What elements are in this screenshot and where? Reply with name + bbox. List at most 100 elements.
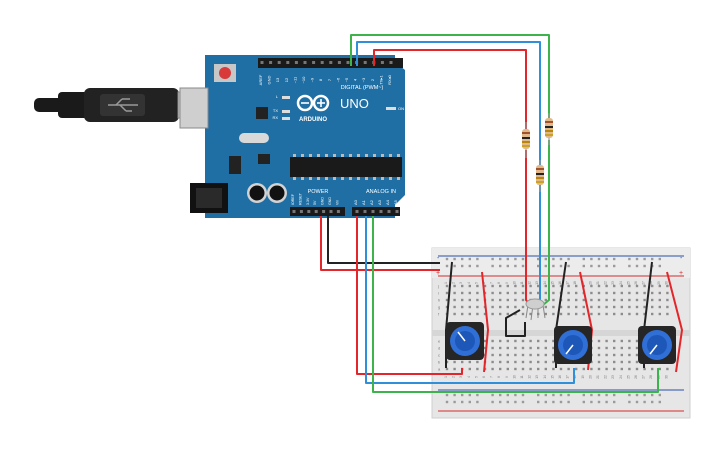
tie-point-hole[interactable] — [628, 312, 631, 316]
tie-point-hole[interactable] — [476, 291, 479, 295]
power-pin-hole[interactable] — [299, 210, 303, 213]
tie-point-hole[interactable] — [575, 298, 578, 302]
rail-hole[interactable] — [445, 257, 449, 261]
tie-point-hole[interactable] — [651, 305, 654, 309]
rail-hole[interactable] — [567, 400, 570, 404]
power-pin-hole[interactable] — [314, 210, 318, 213]
tie-point-hole[interactable] — [597, 367, 601, 371]
rail-hole[interactable] — [468, 400, 471, 404]
rail-hole[interactable] — [537, 400, 540, 404]
tie-point-hole[interactable] — [590, 312, 593, 316]
tie-point-hole[interactable] — [529, 346, 532, 350]
rail-hole[interactable] — [597, 264, 601, 268]
tie-point-hole[interactable] — [575, 305, 578, 309]
tie-point-hole[interactable] — [559, 284, 563, 288]
tie-point-hole[interactable] — [552, 367, 555, 371]
rail-hole[interactable] — [506, 393, 509, 397]
tie-point-hole[interactable] — [514, 312, 517, 316]
tie-point-hole[interactable] — [529, 367, 532, 371]
rail-hole[interactable] — [582, 264, 585, 268]
rail-hole[interactable] — [582, 257, 585, 261]
tie-point-hole[interactable] — [605, 312, 608, 316]
tie-point-hole[interactable] — [468, 360, 471, 364]
rail-hole[interactable] — [559, 257, 563, 261]
digital-pin-hole[interactable] — [286, 61, 290, 64]
tie-point-hole[interactable] — [666, 312, 669, 316]
tie-point-hole[interactable] — [620, 284, 623, 288]
tie-point-hole[interactable] — [635, 339, 639, 343]
tie-point-hole[interactable] — [468, 291, 471, 295]
tie-point-hole[interactable] — [559, 367, 563, 371]
rail-hole[interactable] — [597, 393, 601, 397]
tie-point-hole[interactable] — [552, 346, 555, 350]
tie-point-hole[interactable] — [544, 346, 547, 350]
rail-hole[interactable] — [468, 393, 471, 397]
tie-point-hole[interactable] — [575, 367, 578, 371]
tie-point-hole[interactable] — [537, 291, 540, 295]
digital-pin-hole[interactable] — [346, 61, 350, 64]
tie-point-hole[interactable] — [559, 305, 563, 309]
rail-hole[interactable] — [521, 393, 525, 397]
tie-point-hole[interactable] — [476, 298, 479, 302]
tie-point-hole[interactable] — [461, 284, 464, 288]
rail-hole[interactable] — [468, 264, 471, 268]
tie-point-hole[interactable] — [582, 298, 585, 302]
tie-point-hole[interactable] — [575, 284, 578, 288]
rail-hole[interactable] — [506, 400, 509, 404]
tie-point-hole[interactable] — [605, 353, 608, 357]
tie-point-hole[interactable] — [628, 291, 631, 295]
rail-hole[interactable] — [499, 264, 502, 268]
tie-point-hole[interactable] — [491, 312, 494, 316]
tie-point-hole[interactable] — [491, 367, 494, 371]
tie-point-hole[interactable] — [514, 298, 517, 302]
tie-point-hole[interactable] — [521, 339, 525, 343]
tie-point-hole[interactable] — [590, 291, 593, 295]
tie-point-hole[interactable] — [620, 339, 623, 343]
rail-hole[interactable] — [499, 257, 502, 261]
tie-point-hole[interactable] — [445, 291, 449, 295]
tie-point-hole[interactable] — [476, 312, 479, 316]
tie-point-hole[interactable] — [483, 284, 487, 288]
rail-hole[interactable] — [658, 393, 661, 397]
tie-point-hole[interactable] — [506, 305, 509, 309]
tie-point-hole[interactable] — [544, 360, 547, 364]
rail-hole[interactable] — [567, 257, 570, 261]
tie-point-hole[interactable] — [620, 298, 623, 302]
analog-pin-hole[interactable] — [371, 210, 375, 213]
power-pin-hole[interactable] — [336, 210, 340, 213]
tie-point-hole[interactable] — [651, 298, 654, 302]
tie-point-hole[interactable] — [491, 284, 494, 288]
tie-point-hole[interactable] — [537, 284, 540, 288]
tie-point-hole[interactable] — [635, 298, 639, 302]
rail-hole[interactable] — [552, 400, 555, 404]
tie-point-hole[interactable] — [620, 291, 623, 295]
rail-hole[interactable] — [514, 393, 517, 397]
rail-hole[interactable] — [544, 400, 547, 404]
tie-point-hole[interactable] — [613, 360, 616, 364]
tie-point-hole[interactable] — [597, 360, 601, 364]
tie-point-hole[interactable] — [658, 305, 661, 309]
rail-hole[interactable] — [582, 400, 585, 404]
rail-hole[interactable] — [544, 264, 547, 268]
rail-hole[interactable] — [544, 393, 547, 397]
tie-point-hole[interactable] — [544, 305, 547, 309]
digital-pin-hole[interactable] — [389, 61, 393, 64]
rail-hole[interactable] — [651, 393, 654, 397]
rail-hole[interactable] — [597, 257, 601, 261]
rail-hole[interactable] — [613, 257, 616, 261]
rail-hole[interactable] — [605, 257, 608, 261]
digital-pin-hole[interactable] — [277, 61, 281, 64]
analog-pin-hole[interactable] — [395, 210, 399, 213]
wire-red-5v[interactable] — [320, 216, 440, 271]
tie-point-hole[interactable] — [521, 291, 525, 295]
tie-point-hole[interactable] — [499, 346, 502, 350]
tie-point-hole[interactable] — [521, 312, 525, 316]
tie-point-hole[interactable] — [483, 312, 487, 316]
tie-point-hole[interactable] — [605, 291, 608, 295]
rail-hole[interactable] — [605, 393, 608, 397]
rail-hole[interactable] — [635, 264, 639, 268]
tie-point-hole[interactable] — [613, 291, 616, 295]
tie-point-hole[interactable] — [628, 353, 631, 357]
tie-point-hole[interactable] — [628, 305, 631, 309]
tie-point-hole[interactable] — [544, 284, 547, 288]
